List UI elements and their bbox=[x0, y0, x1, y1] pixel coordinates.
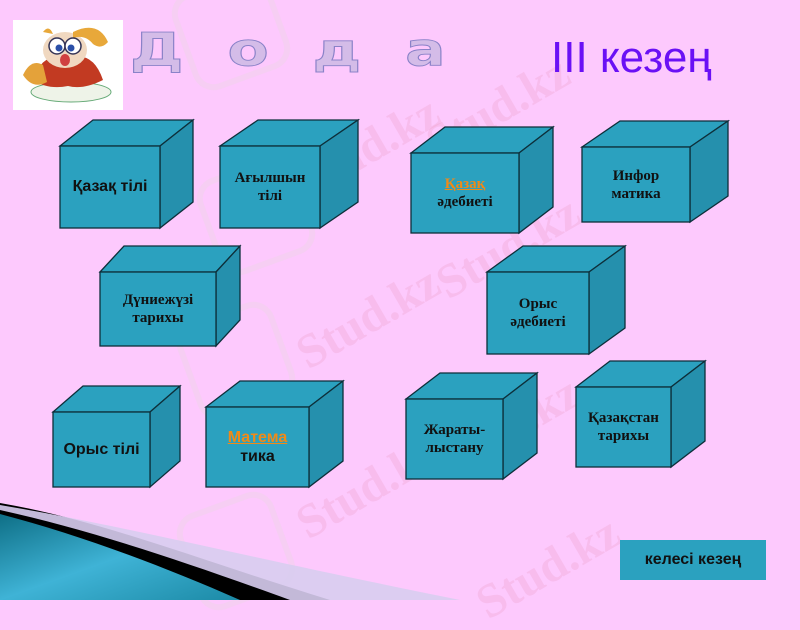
cube-label: Жараты-лыстану bbox=[406, 399, 503, 479]
cube-russian-language[interactable]: Орыс тілі bbox=[51, 384, 182, 489]
watermark-text: Stud.kz bbox=[287, 255, 449, 380]
cube-label: Орыс әдебиеті bbox=[487, 272, 589, 354]
subject-text: тика bbox=[240, 448, 275, 465]
subject-text: тілі bbox=[257, 188, 283, 204]
cube-english-language[interactable]: Ағылшын тілі bbox=[217, 118, 361, 230]
subject-text: матика bbox=[611, 185, 661, 202]
cube-shape bbox=[217, 118, 361, 230]
subject-text: Орыс bbox=[518, 296, 558, 312]
cube-mathematics[interactable]: Матема тика bbox=[204, 379, 345, 489]
subject-text: әдебиеті bbox=[510, 314, 566, 330]
game-title: Дода bbox=[129, 24, 490, 77]
subject-text: тарихы bbox=[597, 428, 650, 444]
cube-kazakh-literature[interactable]: Қазақ әдебиеті bbox=[409, 125, 555, 235]
watermark-logo bbox=[170, 485, 302, 617]
cube-shape bbox=[51, 384, 182, 489]
subject-text: Орыс тілі bbox=[63, 440, 140, 458]
subject-text: Инфор bbox=[612, 167, 660, 184]
subject-text: Ағылшын bbox=[234, 170, 306, 186]
cube-kazakhstan-history[interactable]: Қазақстан тарихы bbox=[574, 359, 707, 469]
cube-label: Қазақ тілі bbox=[60, 146, 160, 228]
subject-text: Дүниежүзі bbox=[122, 292, 194, 308]
cube-russian-literature[interactable]: Орыс әдебиеті bbox=[484, 244, 628, 356]
cube-kazakh-language[interactable]: Қазақ тілі bbox=[58, 118, 195, 230]
cube-label: Матема тика bbox=[206, 407, 309, 487]
subject-text: Қазақстан bbox=[588, 410, 659, 426]
cube-shape bbox=[409, 125, 555, 235]
subject-text: Жараты- bbox=[423, 422, 486, 438]
cube-shape bbox=[574, 359, 707, 469]
cube-shape bbox=[98, 244, 242, 348]
cube-label: Қазақ әдебиеті bbox=[411, 153, 519, 233]
cube-label: Қазақстан тарихы bbox=[576, 387, 671, 467]
cube-label: Орыс тілі bbox=[53, 412, 150, 487]
subject-text: әдебиеті bbox=[437, 194, 493, 210]
subject-text: лыстану bbox=[425, 440, 484, 456]
cube-world-history[interactable]: Дүниежүзі тарихы bbox=[98, 244, 242, 348]
cube-shape bbox=[579, 119, 731, 224]
cube-label: Ағылшын тілі bbox=[220, 146, 320, 228]
subject-link[interactable]: Қазақ bbox=[444, 176, 486, 192]
stage-title: III кезең bbox=[551, 33, 712, 82]
next-stage-button[interactable]: келесі кезең bbox=[620, 540, 766, 580]
subject-text: тарихы bbox=[132, 310, 184, 326]
cube-shape bbox=[484, 244, 628, 356]
owl-picture bbox=[13, 20, 123, 110]
subject-link[interactable]: Матема bbox=[227, 428, 288, 446]
cube-natural-science[interactable]: Жараты-лыстану bbox=[404, 371, 539, 481]
cube-label: Дүниежүзі тарихы bbox=[100, 272, 216, 346]
watermark-text: Stud.kz bbox=[467, 505, 629, 630]
cube-shape bbox=[58, 118, 195, 230]
subject-text: Қазақ тілі bbox=[72, 178, 148, 196]
cube-shape bbox=[204, 379, 345, 489]
cube-shape bbox=[404, 371, 539, 481]
